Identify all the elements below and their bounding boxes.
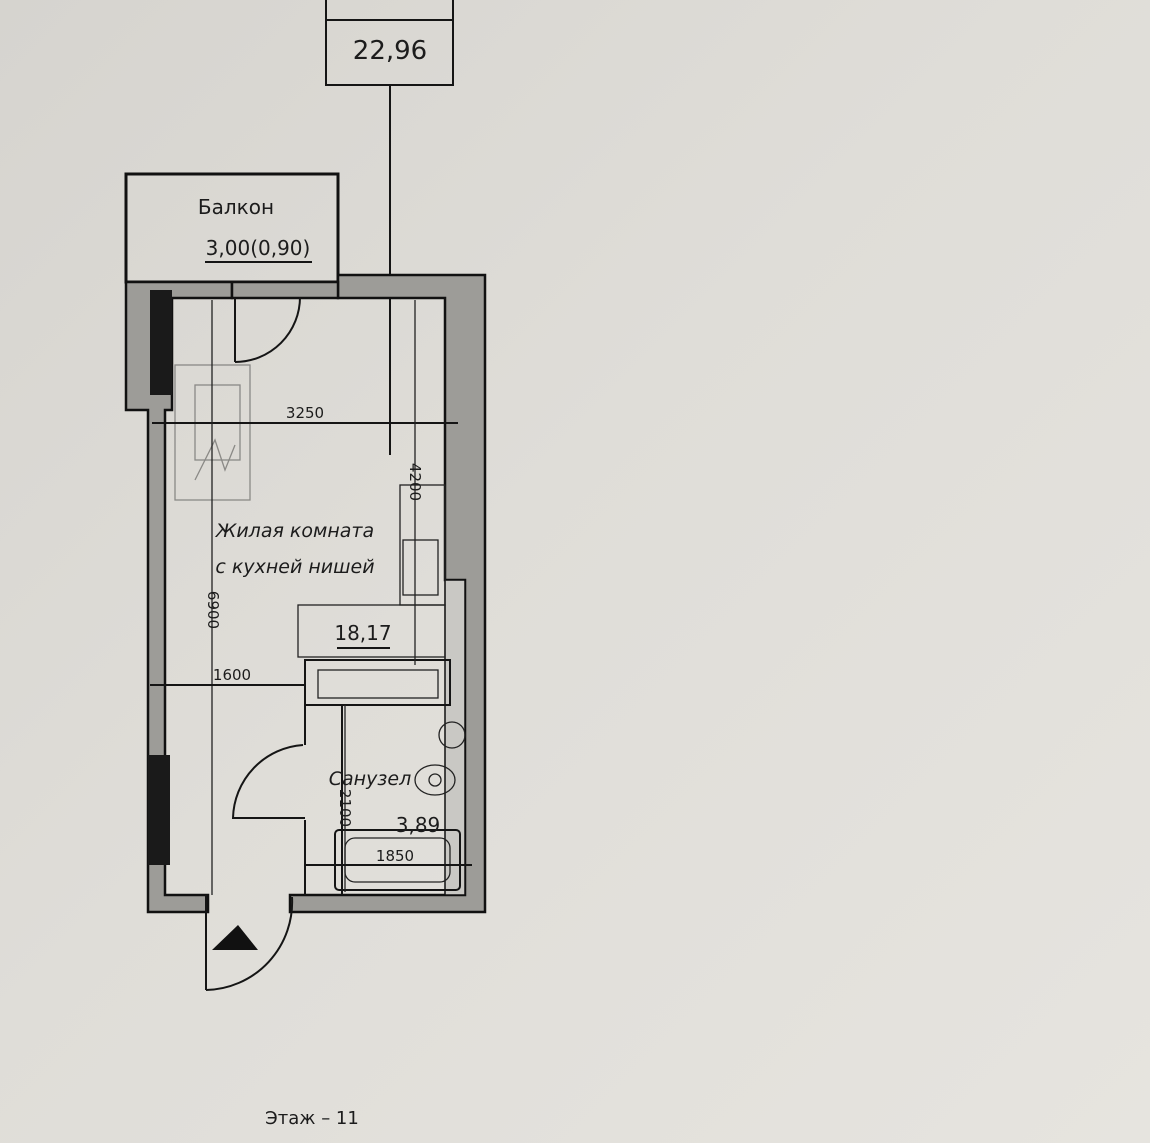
dim-2100: 2100	[336, 789, 354, 827]
dim-1600: 1600	[213, 666, 251, 684]
dim-6900: 6900	[204, 591, 222, 629]
bathroom-area: 3,89	[396, 813, 441, 837]
dim-4200: 4200	[406, 463, 424, 501]
dim-3250: 3250	[286, 404, 324, 422]
living-room-label-2: с кухней нишей	[215, 556, 374, 578]
toilet-icon	[414, 764, 456, 796]
total-area-box: 22,96	[325, 0, 454, 455]
entrance-triangle-icon	[212, 925, 258, 950]
bathroom-door	[231, 744, 305, 819]
balcony-label: Балкон	[198, 195, 274, 219]
dimension-lines	[150, 300, 472, 895]
window-bottom	[148, 755, 170, 865]
window-top	[150, 290, 172, 395]
balcony-area: 3,00(0,90)	[206, 236, 311, 260]
living-room-area: 18,17	[334, 621, 391, 645]
kitchen-counter	[297, 484, 446, 658]
balcony: Балкон 3,00(0,90)	[124, 172, 340, 284]
floor-label: Этаж – 11	[265, 1108, 359, 1129]
bathroom-label: Санузел	[329, 768, 412, 790]
living-room-label-1: Жилая комната	[215, 520, 374, 542]
entry-door	[205, 744, 305, 991]
bathtub-icon	[334, 829, 461, 891]
walls	[124, 273, 487, 914]
sink-icon	[438, 721, 466, 749]
balcony-door	[234, 296, 301, 363]
dim-1850: 1850	[376, 847, 414, 865]
total-area: 22,96	[353, 36, 427, 66]
bathroom	[304, 659, 466, 895]
